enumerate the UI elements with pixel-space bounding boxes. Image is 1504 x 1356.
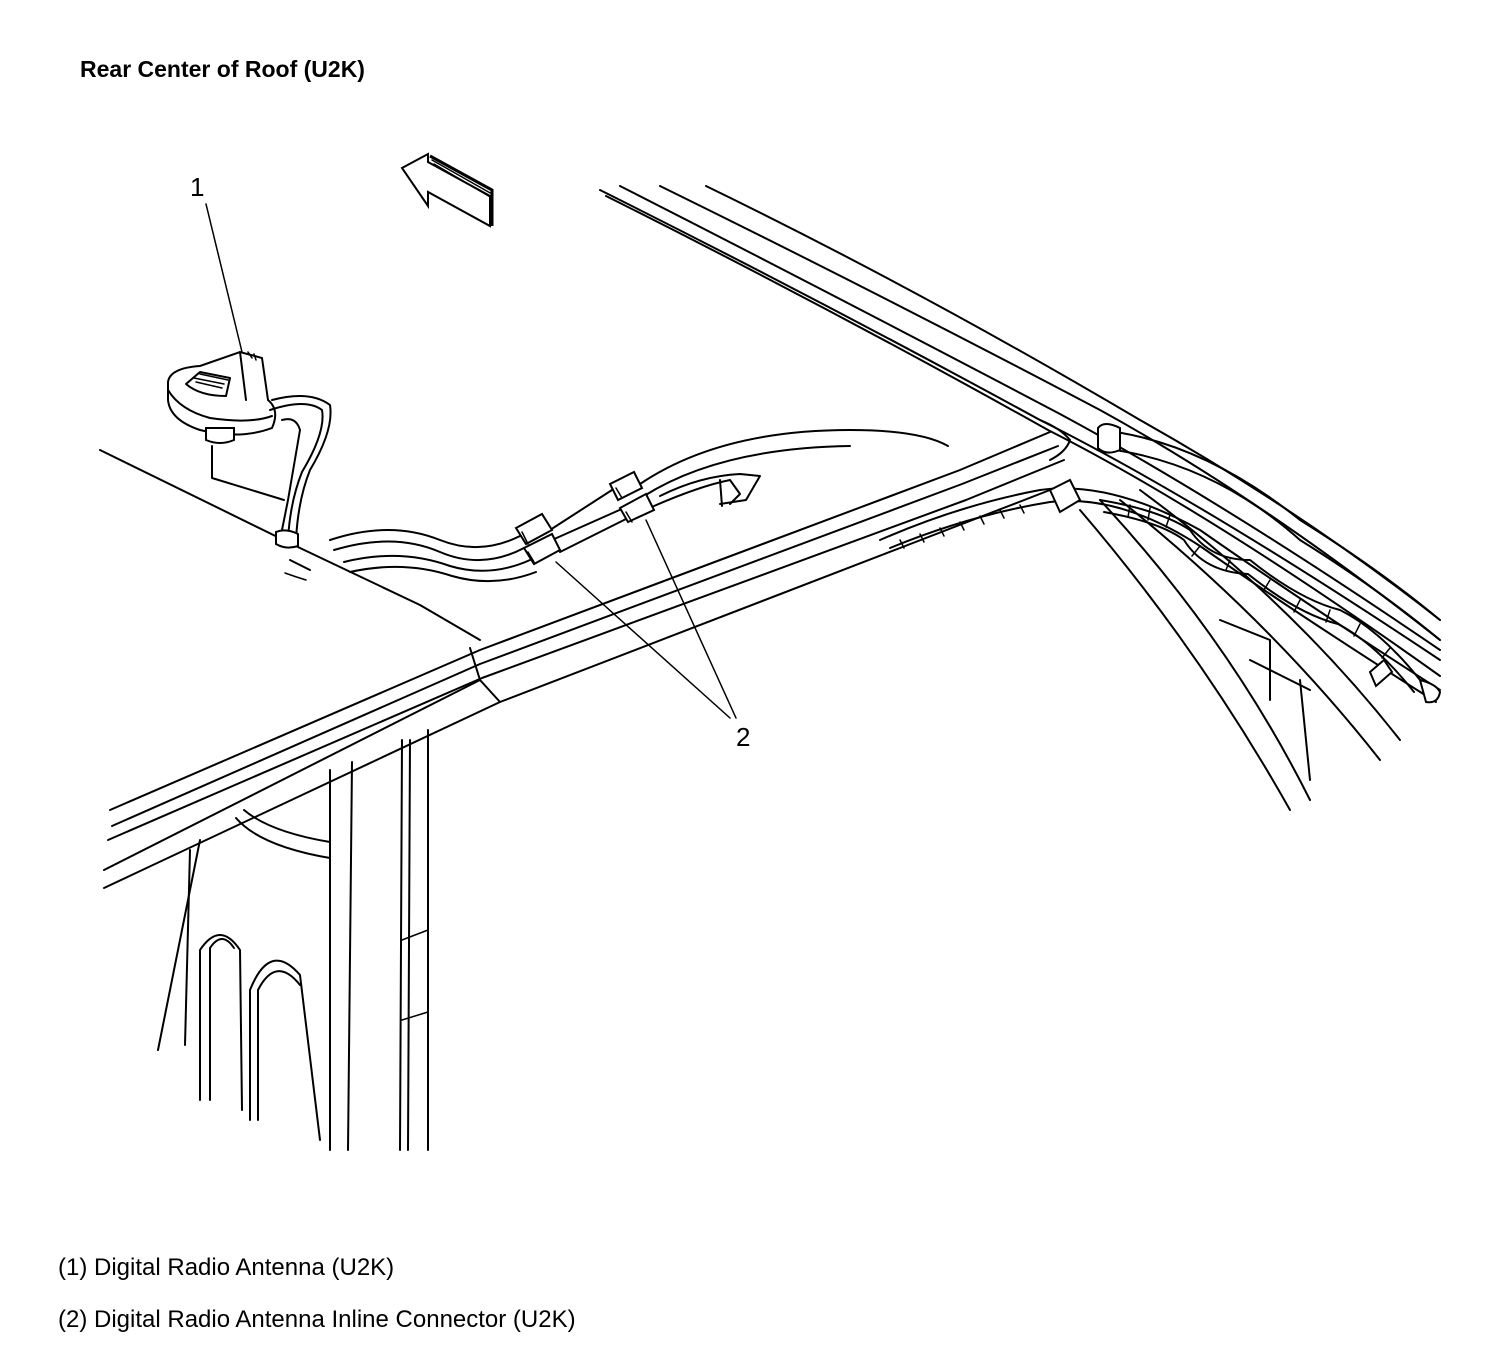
antenna-assembly xyxy=(167,350,332,549)
roof-edge xyxy=(599,185,1441,677)
callout-1: 1 xyxy=(190,172,204,202)
rear-opening xyxy=(157,729,429,1151)
antenna-cables xyxy=(329,429,949,583)
front-direction-arrow xyxy=(400,152,494,228)
leader-lines xyxy=(205,203,737,719)
side-pillar xyxy=(1079,489,1401,811)
wiring-harness xyxy=(879,419,1442,704)
roof-panel xyxy=(99,449,481,641)
legend: (1) Digital Radio Antenna (U2K) (2) Digi… xyxy=(58,1252,576,1356)
roof-rail xyxy=(103,431,1065,889)
callout-2: 2 xyxy=(736,722,750,752)
diagram-title: Rear Center of Roof (U2K) xyxy=(80,56,365,82)
legend-item-2: (2) Digital Radio Antenna Inline Connect… xyxy=(58,1306,576,1333)
legend-item-1: (1) Digital Radio Antenna (U2K) xyxy=(58,1254,395,1281)
inline-connectors xyxy=(514,470,656,566)
